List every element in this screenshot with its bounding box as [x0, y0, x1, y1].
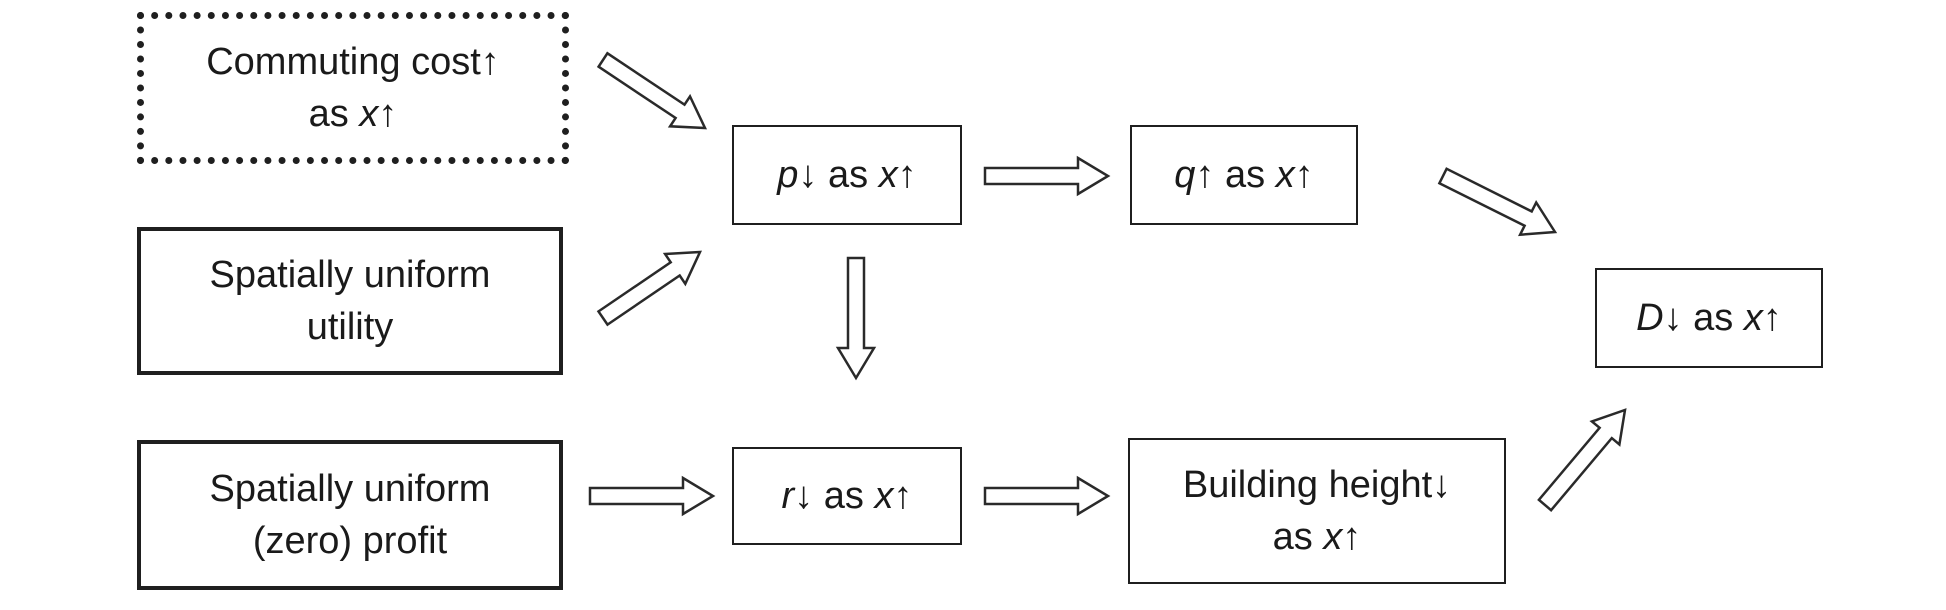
node-uniform-utility-line2: utility	[306, 306, 394, 348]
node-commuting-cost: Commuting cost↑ as x↑	[137, 12, 569, 164]
node-building-height-line2: as x↑	[1272, 516, 1362, 558]
node-r: r↓ as x↑	[732, 447, 962, 545]
node-r-label: r↓ as x↑	[781, 475, 913, 517]
node-uniform-utility-line1: Spatially uniform	[209, 254, 491, 296]
node-p: p↓ as x↑	[732, 125, 962, 225]
node-p-label: p↓ as x↑	[777, 154, 917, 196]
arrow-p-to-r	[835, 256, 877, 381]
node-commuting-cost-line1: Commuting cost↑	[206, 41, 500, 83]
node-uniform-utility: Spatially uniform utility	[137, 227, 563, 375]
node-building-height: Building height↓ as x↑	[1128, 438, 1506, 584]
arrow-profit-to-r	[588, 475, 716, 517]
node-commuting-cost-line2: as x↑	[308, 93, 398, 135]
node-building-height-line1: Building height↓	[1182, 464, 1452, 506]
arrow-q-to-D	[1437, 167, 1558, 237]
arrow-building-to-D	[1537, 408, 1627, 512]
node-uniform-profit: Spatially uniform (zero) profit	[137, 440, 563, 590]
arrow-p-to-q	[983, 155, 1111, 197]
arrow-r-to-building	[983, 475, 1111, 517]
node-q-label: q↑ as x↑	[1174, 154, 1314, 196]
node-D-label: D↓ as x↑	[1636, 297, 1782, 339]
node-uniform-profit-line1: Spatially uniform	[209, 468, 491, 510]
node-D: D↓ as x↑	[1595, 268, 1823, 368]
arrow-commuting-to-p	[596, 51, 708, 130]
node-q: q↑ as x↑	[1130, 125, 1358, 225]
arrow-utility-to-p	[596, 250, 703, 327]
node-uniform-profit-line2: (zero) profit	[252, 520, 448, 562]
